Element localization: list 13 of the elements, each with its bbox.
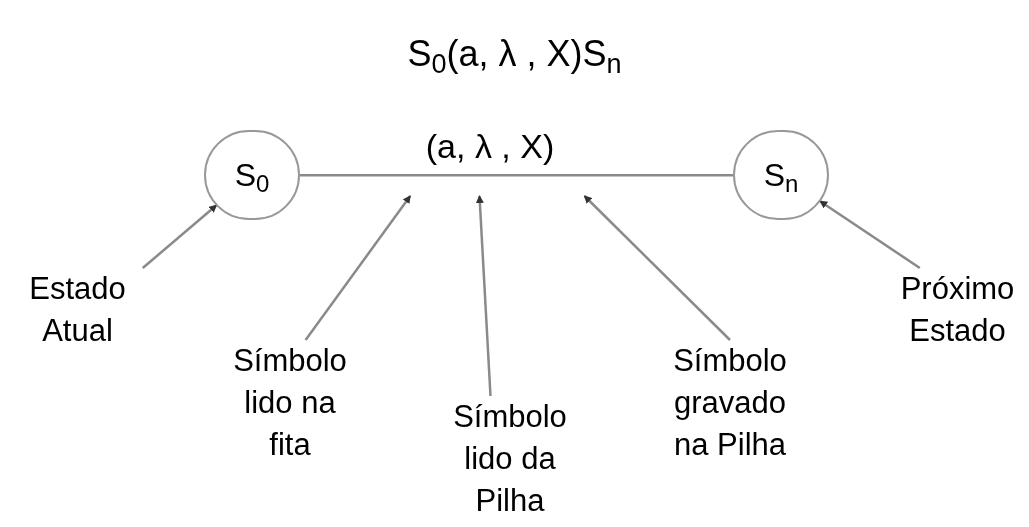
annotation-text: Símbolo lido na fita [225, 340, 355, 466]
arrow [819, 200, 921, 270]
annotation-text: Símbolo lido da Pilha [435, 396, 585, 522]
annotation-text: Próximo Estado [885, 268, 1029, 368]
annotation-text: Estado Atual [5, 268, 150, 368]
annotation-text: Símbolo gravado na Pilha [655, 340, 805, 466]
transition-tuple: (a, λ , X) [385, 126, 595, 196]
arrow [475, 195, 492, 397]
transition-line [300, 173, 733, 177]
arrow [583, 195, 731, 341]
title: S$_{0}$(a, λ , X)S$_{n}$ [407, 32, 622, 76]
arrow [304, 195, 412, 341]
arrow [141, 204, 218, 269]
